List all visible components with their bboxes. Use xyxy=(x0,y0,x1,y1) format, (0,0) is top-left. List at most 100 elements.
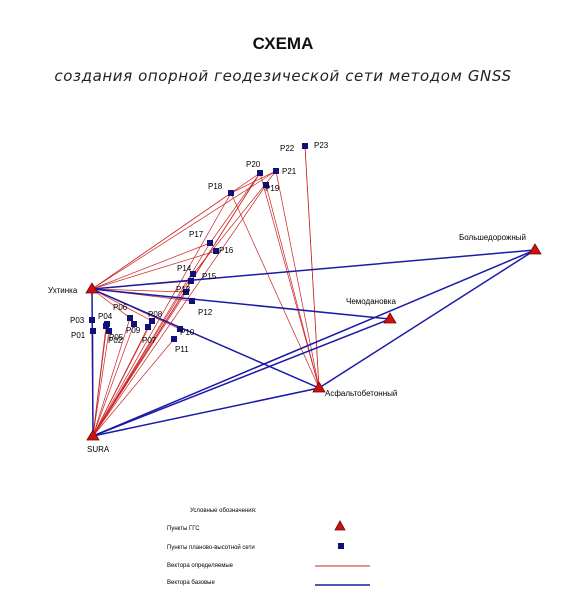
base-vector-line xyxy=(91,288,94,437)
ggs-point-label: Чемодановка xyxy=(346,297,396,306)
legend-ggs-triangle-icon xyxy=(334,520,346,531)
measured-vector-line xyxy=(92,184,267,437)
network-point-label: P06 xyxy=(113,303,128,312)
ggs-point-label: Асфальтобетонный xyxy=(325,389,397,398)
measured-vector-line xyxy=(91,242,211,290)
legend-label-measured-vectors: Вектора определяемые xyxy=(167,563,234,569)
network-point-marker xyxy=(188,278,194,284)
ggs-point-label: SURA xyxy=(87,445,110,454)
base-vector-line xyxy=(92,249,536,437)
network-point-marker xyxy=(177,326,183,332)
ggs-point-triangle-icon xyxy=(312,381,326,393)
measured-vector-line xyxy=(92,330,110,437)
base-vector-line xyxy=(92,318,391,437)
network-point-label: P01 xyxy=(71,331,86,340)
network-point-marker xyxy=(127,315,133,321)
base-vector-line xyxy=(91,288,320,389)
network-point-label: P19 xyxy=(265,184,280,193)
base-vectors-layer xyxy=(91,249,536,437)
network-point-label: P23 xyxy=(314,141,329,150)
diagram-subtitle: создания опорной геодезической сети мето… xyxy=(54,67,512,85)
legend-label-ggs-points: Пункты ГГС xyxy=(167,526,200,532)
base-vector-line xyxy=(318,249,536,389)
network-point-marker xyxy=(106,328,112,334)
measured-vector-line xyxy=(190,172,261,282)
network-point-label: P14 xyxy=(177,264,192,273)
network-point-label: P21 xyxy=(282,167,297,176)
network-point-label: P13 xyxy=(176,285,191,294)
network-points-layer xyxy=(89,143,308,342)
network-point-label: P04 xyxy=(98,312,113,321)
measured-vector-line xyxy=(91,250,217,290)
network-point-label: P16 xyxy=(219,246,234,255)
measured-vector-line xyxy=(92,317,131,437)
network-point-marker xyxy=(207,240,213,246)
base-vector-line xyxy=(91,288,391,320)
network-point-label: P05 xyxy=(109,333,124,342)
measured-vector-line xyxy=(92,192,232,437)
network-point-label: P17 xyxy=(189,230,204,239)
network-point-marker xyxy=(190,271,196,277)
measured-vector-line xyxy=(92,323,135,437)
network-point-label: P02 xyxy=(108,336,123,345)
measured-vector-line xyxy=(92,323,108,437)
base-vector-line xyxy=(92,387,320,437)
measured-vectors-layer xyxy=(91,145,320,437)
base-vector-line xyxy=(91,249,536,290)
network-point-marker xyxy=(263,182,269,188)
network-point-label: P08 xyxy=(148,310,163,319)
network-point-marker xyxy=(145,324,151,330)
measured-vector-line xyxy=(259,172,320,389)
measured-vector-line xyxy=(192,170,277,275)
measured-vector-line xyxy=(92,338,175,437)
measured-vector-line xyxy=(275,170,320,389)
network-point-label: P22 xyxy=(280,144,295,153)
network-point-marker xyxy=(302,143,308,149)
measured-vector-line xyxy=(92,320,153,437)
ggs-point-triangle-icon xyxy=(383,312,397,324)
legend-label-base-vectors: Вектора базовые xyxy=(167,580,215,586)
ggs-point-triangle-icon xyxy=(86,429,100,441)
legend-label-network-points: Пункты планово-высотной сети xyxy=(167,544,255,551)
measured-vector-line xyxy=(230,192,320,389)
network-point-marker xyxy=(189,298,195,304)
network-point-label: P20 xyxy=(246,160,261,169)
measured-vector-line xyxy=(91,288,131,319)
network-point-label: P03 xyxy=(70,316,85,325)
network-point-label: P15 xyxy=(202,272,217,281)
measured-vector-line xyxy=(265,184,320,389)
network-point-label: P18 xyxy=(208,182,223,191)
network-point-marker xyxy=(273,168,279,174)
measured-vector-line xyxy=(209,172,261,244)
measured-vector-line xyxy=(91,172,261,290)
legend-heading: Условные обозначения: xyxy=(190,508,257,514)
ggs-points-layer xyxy=(85,243,542,441)
ggs-point-label: Большедорожный xyxy=(459,233,526,242)
network-point-marker xyxy=(171,336,177,342)
network-point-marker xyxy=(213,248,219,254)
network-point-label: P11 xyxy=(175,345,189,354)
network-point-marker xyxy=(89,317,95,323)
network-point-marker xyxy=(90,328,96,334)
ggs-point-label: Ухтинка xyxy=(48,286,78,295)
measured-vector-line xyxy=(91,170,277,290)
network-point-label: P07 xyxy=(142,336,157,345)
network-point-label: P10 xyxy=(180,328,195,337)
network-point-marker xyxy=(228,190,234,196)
ggs-point-triangle-icon xyxy=(528,243,542,255)
network-point-marker xyxy=(131,321,137,327)
network-point-marker xyxy=(257,170,263,176)
network-point-label: P09 xyxy=(126,326,141,335)
legend: Условные обозначения: Пункты ГГС Пункты … xyxy=(167,508,370,586)
diagram-title: СХЕМА xyxy=(252,34,314,53)
measured-vector-line xyxy=(230,170,277,194)
network-point-marker xyxy=(104,321,110,327)
network-point-marker xyxy=(183,289,189,295)
measured-vector-line xyxy=(91,288,187,293)
legend-network-square-icon xyxy=(338,543,344,549)
measured-vector-line xyxy=(91,288,153,322)
ggs-point-triangle-icon xyxy=(85,282,99,294)
network-point-marker xyxy=(149,318,155,324)
